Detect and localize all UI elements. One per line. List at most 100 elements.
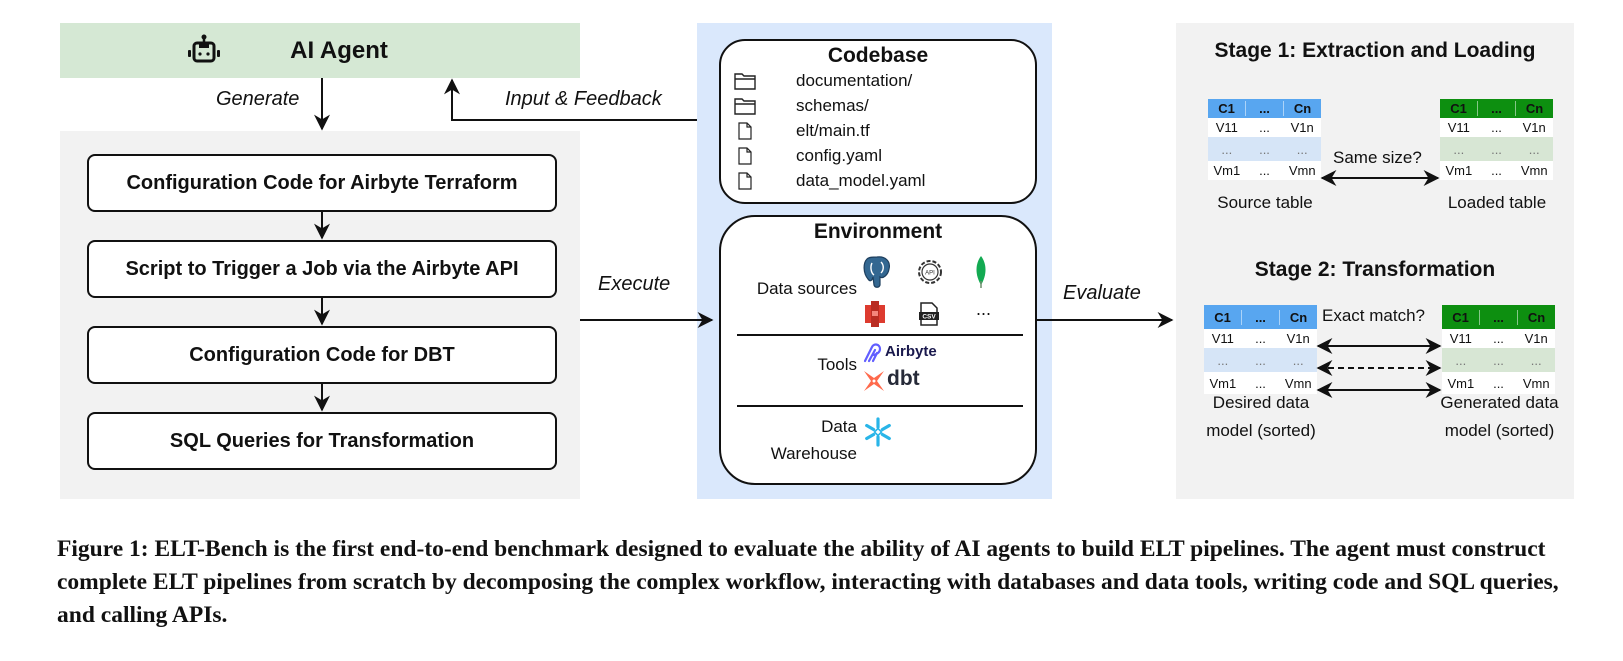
- file-item: schemas/: [721, 93, 1035, 118]
- step-dbt-config: Configuration Code for DBT: [87, 326, 557, 384]
- desired-data-model-caption: Desired data model (sorted): [1186, 389, 1336, 445]
- cell: ...: [1217, 352, 1229, 368]
- table-header: C1...Cn: [1440, 99, 1553, 118]
- desired-data-model-table: C1...Cn V11...V1n ......... Vm1... Vmn: [1204, 305, 1317, 394]
- table-row: Vm1... Vmn: [1208, 161, 1321, 180]
- cell: Vm1: [1213, 163, 1241, 178]
- file-name: schemas/: [796, 95, 869, 115]
- loaded-table: C1...Cn V11...V1n ......... Vm1...Vmn: [1440, 99, 1553, 180]
- table-row: Vm1... Vmn: [1442, 372, 1555, 394]
- table-row: .........: [1204, 348, 1317, 372]
- cell: ...: [1493, 352, 1504, 368]
- cell: Vm1: [1445, 163, 1473, 178]
- postgresql-icon: [863, 256, 890, 288]
- data-warehouse-label-line2: Warehouse: [770, 444, 857, 463]
- exact-match-label: Exact match?: [1322, 306, 1425, 325]
- file-item: config.yaml: [721, 143, 1035, 168]
- cell: V11: [1449, 331, 1472, 346]
- header-cell: Cn: [1515, 101, 1553, 116]
- source-table-caption: Source table: [1217, 193, 1313, 212]
- execute-label: Execute: [598, 273, 671, 295]
- csv-file-icon: CSV: [919, 302, 939, 326]
- mongodb-leaf-icon: [976, 256, 986, 288]
- data-warehouse-label-line1: Data: [821, 417, 857, 436]
- file-name: data_model.yaml: [796, 170, 926, 190]
- stage2-title: Stage 2: Transformation: [1254, 258, 1496, 281]
- data-sources-label: Data sources: [756, 279, 857, 298]
- same-size-label: Same size?: [1333, 148, 1422, 167]
- cell: ...: [1493, 331, 1504, 346]
- tools-label: Tools: [817, 355, 857, 374]
- cell: Vm1: [1209, 375, 1237, 391]
- table-row: .........: [1440, 137, 1553, 161]
- step-airbyte-terraform: Configuration Code for Airbyte Terraform: [87, 154, 557, 212]
- section-divider: [737, 334, 1023, 336]
- cell: ...: [1491, 120, 1502, 135]
- file-item: documentation/: [721, 68, 1035, 93]
- header-cell: Cn: [1279, 309, 1317, 325]
- table-row: Vm1... Vmn: [1440, 161, 1553, 180]
- file-icon: [738, 121, 752, 140]
- feedback-arrow: [444, 78, 697, 121]
- cell: ...: [1259, 120, 1270, 135]
- header-cell: C1: [1218, 101, 1235, 116]
- header-cell: Cn: [1517, 309, 1555, 325]
- cell: ...: [1296, 141, 1308, 157]
- cell: ...: [1530, 352, 1542, 368]
- header-cell: ...: [1477, 101, 1515, 116]
- cell: ...: [1255, 352, 1266, 368]
- header-cell: C1: [1450, 101, 1467, 116]
- dbt-logo: [864, 371, 884, 391]
- caption-line: Generated data: [1440, 393, 1559, 412]
- file-name: elt/main.tf: [796, 120, 870, 140]
- airbyte-logo-text: Airbyte: [885, 343, 937, 360]
- cell: ...: [1259, 163, 1270, 178]
- table-header: C1...Cn: [1204, 305, 1317, 329]
- header-cell: Cn: [1283, 101, 1321, 116]
- svg-text:CSV: CSV: [922, 314, 936, 321]
- cell: V1n: [1522, 120, 1546, 135]
- stage1-title: Stage 1: Extraction and Loading: [1214, 39, 1536, 62]
- cell: V11: [1215, 120, 1238, 135]
- cell: ...: [1453, 141, 1465, 157]
- folder-icon: [734, 97, 756, 115]
- api-gear-icon: API: [918, 260, 942, 284]
- table-row: .........: [1208, 137, 1321, 161]
- evaluate-label: Evaluate: [1063, 282, 1141, 304]
- step-sql-queries: SQL Queries for Transformation: [87, 412, 557, 470]
- environment-box: Environment Data sources API CSV: [719, 215, 1037, 485]
- table-row: V11...V1n: [1204, 329, 1317, 348]
- section-divider: [737, 405, 1023, 407]
- airbyte-logo: [863, 343, 882, 363]
- cell: ...: [1292, 352, 1304, 368]
- cell: Vmn: [1288, 163, 1316, 178]
- snowflake-icon: [865, 417, 891, 447]
- cell: Vmn: [1522, 375, 1550, 391]
- cell: V11: [1447, 120, 1470, 135]
- robot-icon: [188, 34, 220, 63]
- cell: ...: [1455, 352, 1467, 368]
- cell: ...: [1493, 375, 1504, 391]
- caption-line: Desired data: [1212, 393, 1310, 412]
- figure-caption: Figure 1: ELT-Bench is the first end-to-…: [57, 536, 1559, 628]
- table-header: C1...Cn: [1442, 305, 1555, 329]
- header-cell: ...: [1245, 101, 1283, 116]
- amazon-s3-icon: [865, 301, 885, 327]
- input-feedback-label: Input & Feedback: [505, 88, 662, 110]
- file-name: documentation/: [796, 70, 913, 90]
- cell: ...: [1528, 141, 1540, 157]
- step-trigger-airbyte-job: Script to Trigger a Job via the Airbyte …: [87, 240, 557, 298]
- codebase-title: Codebase: [827, 44, 929, 67]
- ai-agent-header: AI Agent: [60, 23, 580, 78]
- file-item: data_model.yaml: [721, 168, 1035, 193]
- cell: Vmn: [1520, 163, 1548, 178]
- cell: ...: [1491, 163, 1502, 178]
- svg-text:API: API: [925, 271, 935, 277]
- codebase-box: Codebase documentation/ schemas/ elt/mai…: [719, 39, 1037, 204]
- cell: Vmn: [1284, 375, 1312, 391]
- evaluation-panel: Stage 1: Extraction and Loading C1...Cn …: [1176, 23, 1574, 499]
- cell: Vm1: [1447, 375, 1475, 391]
- data-warehouse-label: Data Warehouse: [771, 413, 857, 467]
- generate-label: Generate: [216, 88, 300, 110]
- folder-icon: [734, 72, 756, 90]
